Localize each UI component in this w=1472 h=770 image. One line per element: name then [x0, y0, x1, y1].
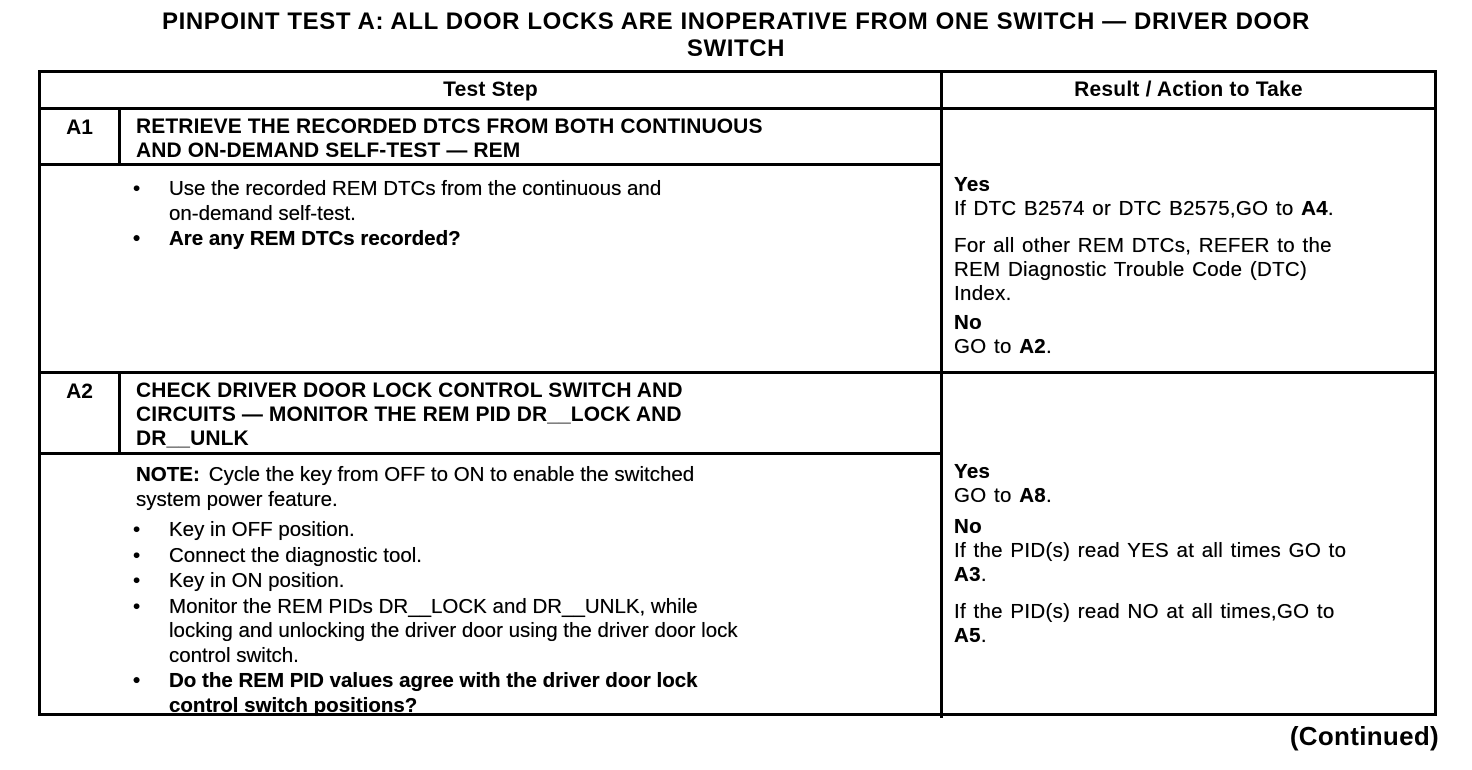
list-item: Use the recorded REM DTCs from the conti…: [133, 177, 932, 226]
bullet-icon: [133, 595, 169, 669]
bullet-text-line: Key in ON position.: [169, 569, 345, 592]
test-step-row-a1: A1 RETRIEVE THE RECORDED DTCS FROM BOTH …: [41, 110, 1434, 374]
result-action-line: A3.: [954, 563, 1428, 587]
bullet-icon: [133, 569, 169, 594]
bullet-icon: [133, 177, 169, 226]
table-header-row: Test Step Result / Action to Take: [41, 73, 1434, 110]
action-text: GO to: [954, 484, 1020, 507]
verdict-label-yes: Yes: [954, 173, 991, 196]
bullet-text-line: Use the recorded REM DTCs from the conti…: [169, 177, 662, 200]
bullet-list: Use the recorded REM DTCs from the conti…: [136, 177, 932, 252]
action-text: .: [980, 563, 987, 586]
action-text: GO to: [954, 335, 1020, 358]
step-reference: A3: [954, 563, 981, 586]
result-action-line: For all other REM DTCs, REFER to the: [954, 234, 1332, 257]
bullet-icon: [133, 227, 169, 252]
bullet-text-line: control switch.: [169, 643, 299, 667]
bullet-text: Monitor the REM PIDs DR__LOCK and DR__UN…: [169, 595, 738, 669]
list-item-question: Do the REM PID values agree with the dri…: [133, 669, 932, 718]
list-item: Key in ON position.: [133, 569, 932, 594]
step-reference: A5: [954, 624, 981, 647]
bullet-icon: [133, 544, 169, 569]
note-body: Cycle the key from OFF to ON to enable t…: [208, 463, 695, 486]
step-reference: A2: [1019, 335, 1046, 358]
action-text: .: [1046, 484, 1052, 507]
bullet-text-line: Key in OFF position.: [169, 518, 355, 541]
result-action-line: Index.: [954, 282, 1012, 305]
bullet-icon: [133, 669, 169, 718]
bullet-text: Key in ON position.: [169, 569, 344, 594]
action-text: .: [1046, 335, 1052, 358]
result-no-block-2: If the PID(s) read NO at all times,GO to…: [954, 600, 1428, 648]
note-line: NOTE: Cycle the key from OFF to ON to ena…: [136, 463, 932, 488]
step-title: RETRIEVE THE RECORDED DTCS FROM BOTH CON…: [121, 110, 940, 163]
continued-label: (Continued): [1289, 721, 1439, 751]
bullet-text-line: locking and unlocking the driver door us…: [169, 619, 738, 642]
column-header-test-step: Test Step: [443, 78, 538, 101]
bullet-text-line: Do the REM PID values agree with the dri…: [169, 669, 698, 692]
step-title: CHECK DRIVER DOOR LOCK CONTROL SWITCH AN…: [121, 374, 940, 452]
page-title-line-1: PINPOINT TEST A: ALL DOOR LOCKS ARE INOP…: [161, 8, 1310, 35]
pinpoint-test-table: Test Step Result / Action to Take A1 RET…: [38, 70, 1437, 718]
verdict-label-yes: Yes: [954, 460, 991, 483]
page-title-line-2: SWITCH: [686, 35, 786, 62]
bullet-text: Key in OFF position.: [169, 518, 355, 543]
result-action-line: If DTC B2574 or DTC B2575,GO to A4.: [954, 197, 1428, 221]
step-title-line: CHECK DRIVER DOOR LOCK CONTROL SWITCH AN…: [136, 379, 683, 402]
step-id-badge: A1: [41, 110, 121, 163]
page-title: PINPOINT TEST A: ALL DOOR LOCKS ARE INOP…: [0, 8, 1472, 62]
result-action-line: If the PID(s) read NO at all times,GO to: [954, 600, 1335, 623]
result-action-line: A5.: [954, 624, 1428, 648]
list-item: Key in OFF position.: [133, 518, 932, 543]
test-step-cell-a2: A2 CHECK DRIVER DOOR LOCK CONTROL SWITCH…: [41, 374, 940, 718]
step-heading-a1: A1 RETRIEVE THE RECORDED DTCS FROM BOTH …: [41, 110, 940, 166]
step-heading-a2: A2 CHECK DRIVER DOOR LOCK CONTROL SWITCH…: [41, 374, 940, 455]
test-step-row-a2: A2 CHECK DRIVER DOOR LOCK CONTROL SWITCH…: [41, 374, 1434, 718]
result-action-line: If the PID(s) read YES at all times GO t…: [954, 539, 1347, 562]
result-action-line: GO to A8.: [954, 484, 1428, 508]
result-cell-a2: Yes GO to A8. No If the PID(s) read YES …: [940, 374, 1434, 718]
verdict-label-no: No: [954, 311, 982, 334]
note-text: NOTE: Cycle the key from OFF to ON to ena…: [136, 463, 932, 512]
result-no-block: No If the PID(s) read YES at all times G…: [954, 515, 1428, 587]
list-item-question: Are any REM DTCs recorded?: [133, 227, 932, 252]
note-line: system power feature.: [136, 487, 338, 511]
step-reference: A4: [1301, 197, 1328, 220]
action-text: .: [1327, 197, 1334, 220]
bullet-text-line: Connect the diagnostic tool.: [169, 543, 422, 567]
bullet-text: Are any REM DTCs recorded?: [169, 227, 461, 252]
result-action-line: GO to A2.: [954, 335, 1428, 359]
result-no-block: No GO to A2.: [954, 311, 1428, 359]
step-title-line: CIRCUITS — MONITOR THE REM PID DR__LOCK …: [136, 403, 682, 426]
action-text: .: [980, 624, 987, 647]
step-body-a1: Use the recorded REM DTCs from the conti…: [41, 166, 940, 252]
step-title-line: RETRIEVE THE RECORDED DTCS FROM BOTH CON…: [136, 115, 763, 138]
result-cell-a1: Yes If DTC B2574 or DTC B2575,GO to A4. …: [940, 110, 1434, 371]
step-title-line: DR__UNLK: [136, 427, 249, 450]
result-yes-block: Yes GO to A8.: [954, 460, 1428, 508]
step-title-line: AND ON-DEMAND SELF-TEST — REM: [136, 139, 521, 162]
bullet-text-line: Monitor the REM PIDs DR__LOCK and DR__UN…: [169, 594, 698, 618]
result-yes-block: Yes If DTC B2574 or DTC B2575,GO to A4.: [954, 173, 1428, 221]
note-label: NOTE:: [136, 463, 200, 486]
bullet-icon: [133, 518, 169, 543]
bullet-text-line: control switch positions?: [169, 693, 418, 717]
column-header-result-action: Result / Action to Take: [940, 73, 1434, 107]
verdict-label-no: No: [954, 515, 982, 538]
bullet-text: Do the REM PID values agree with the dri…: [169, 669, 698, 718]
bullet-text: Use the recorded REM DTCs from the conti…: [169, 177, 661, 226]
step-reference: A8: [1019, 484, 1046, 507]
result-action-line: REM Diagnostic Trouble Code (DTC): [954, 258, 1308, 281]
bullet-text-line: Are any REM DTCs recorded?: [169, 227, 461, 250]
result-refer-block: For all other REM DTCs, REFER to the REM…: [954, 234, 1428, 306]
list-item: Monitor the REM PIDs DR__LOCK and DR__UN…: [133, 595, 932, 669]
list-item: Connect the diagnostic tool.: [133, 544, 932, 569]
test-step-cell-a1: A1 RETRIEVE THE RECORDED DTCS FROM BOTH …: [41, 110, 940, 371]
step-id-badge: A2: [41, 374, 121, 452]
bullet-text-line: on-demand self-test.: [169, 201, 356, 225]
action-text: If DTC B2574 or DTC B2575,GO to: [954, 197, 1302, 220]
step-body-a2: NOTE: Cycle the key from OFF to ON to ena…: [41, 455, 940, 718]
bullet-text: Connect the diagnostic tool.: [169, 544, 422, 569]
bullet-list: Key in OFF position. Connect the diagnos…: [136, 518, 932, 718]
